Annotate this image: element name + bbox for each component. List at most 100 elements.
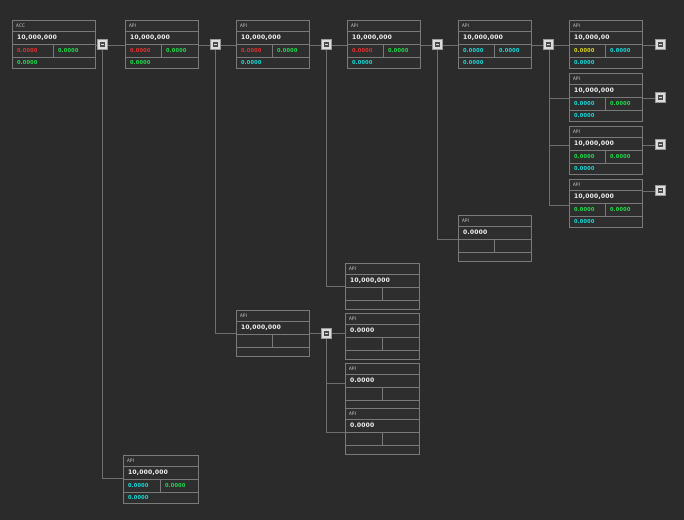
node-right-value: 0.0000 [277,47,298,54]
node-header-label: API [349,411,357,416]
node-header-label: API [462,218,470,223]
connector-wire [215,50,216,333]
connector-wire [643,98,656,99]
node-primary-value: 10,000,000 [130,34,170,41]
node-right-cell: 0.0000 [606,98,642,110]
expand-collapse-toggle-icon[interactable] [655,39,666,50]
node-footer-row: 0.0000 [126,58,198,68]
node-split-row [346,388,419,401]
node-header: API [346,364,419,375]
node-footer-value: 0.0000 [574,165,595,172]
toggle-glyph [658,42,663,47]
node-value-row: 10,000,000 [124,467,198,480]
toggle-glyph [435,42,440,47]
node-header-label: API [462,23,470,28]
node-header: API [237,21,309,32]
node-left-value: 0.0000 [352,47,373,54]
connector-wire [643,191,656,192]
node-right-value: 0.0000 [388,47,409,54]
node-left-value: 0.0000 [130,47,151,54]
expand-collapse-toggle-icon[interactable] [432,39,443,50]
node-footer-value: 0.0000 [128,494,149,501]
node-footer-value: 0.0000 [574,59,595,66]
node-footer-value: 0.0000 [17,59,38,66]
connector-wire [549,98,570,99]
connector-wire [221,45,237,46]
toggle-glyph [658,95,663,100]
node-header: API [346,314,419,325]
node-value-row: 0.0000 [346,375,419,388]
node-left-cell: 0.0000 [570,45,606,57]
node-left-value: 0.0000 [241,47,262,54]
connector-wire [549,50,550,205]
node-right-cell: 0.0000 [606,151,642,163]
expand-collapse-toggle-icon[interactable] [543,39,554,50]
toggle-glyph [546,42,551,47]
node-footer-value: 0.0000 [574,218,595,225]
node-split-row: 0.0000 0.0000 [126,45,198,58]
connector-wire [437,50,438,239]
node-value-row: 10,000,000 [346,275,419,288]
node-header: API [346,409,419,420]
node-footer-value: 0.0000 [352,59,373,66]
graph-node[interactable]: API 0.0000 [345,408,420,455]
expand-collapse-toggle-icon[interactable] [321,328,332,339]
graph-node[interactable]: API 0.0000 [458,215,532,262]
node-header: API [459,21,531,32]
expand-collapse-toggle-icon[interactable] [321,39,332,50]
connector-wire [532,45,544,46]
node-right-value: 0.0000 [610,100,631,107]
node-left-cell: 0.0000 [348,45,384,57]
node-split-row [459,240,531,253]
node-footer-row: 0.0000 [570,58,642,68]
connector-wire [332,45,348,46]
node-primary-value: 10,000,000 [574,140,614,147]
expand-collapse-toggle-icon[interactable] [655,139,666,150]
node-right-cell: 0.0000 [495,45,531,57]
node-header: API [124,456,198,467]
expand-collapse-toggle-icon[interactable] [210,39,221,50]
node-header: API [237,311,309,322]
expand-collapse-toggle-icon[interactable] [655,92,666,103]
node-primary-value: 10,000,000 [574,193,614,200]
node-value-row: 10,000,00 [570,32,642,45]
node-left-cell: 0.0000 [459,45,495,57]
connector-wire [199,45,211,46]
expand-collapse-toggle-icon[interactable] [655,185,666,196]
node-value-row: 10,000,000 [348,32,420,45]
node-footer-row: 0.0000 [124,493,198,503]
node-right-cell: 0.0000 [162,45,198,57]
node-right-value: 0.0000 [166,47,187,54]
node-footer-value: 0.0000 [130,59,151,66]
node-left-cell: 0.0000 [237,45,273,57]
node-header-label: API [240,23,248,28]
node-primary-value: 0.0000 [350,422,375,429]
connector-wire [421,45,433,46]
node-header-label: API [573,76,581,81]
node-right-cell: 0.0000 [54,45,95,57]
node-right-cell: 0.0000 [606,204,642,216]
node-right-cell: 0.0000 [273,45,309,57]
node-value-row: 0.0000 [459,227,531,240]
node-right-cell [383,388,420,400]
expand-collapse-toggle-icon[interactable] [97,39,108,50]
node-footer-row [346,301,419,309]
